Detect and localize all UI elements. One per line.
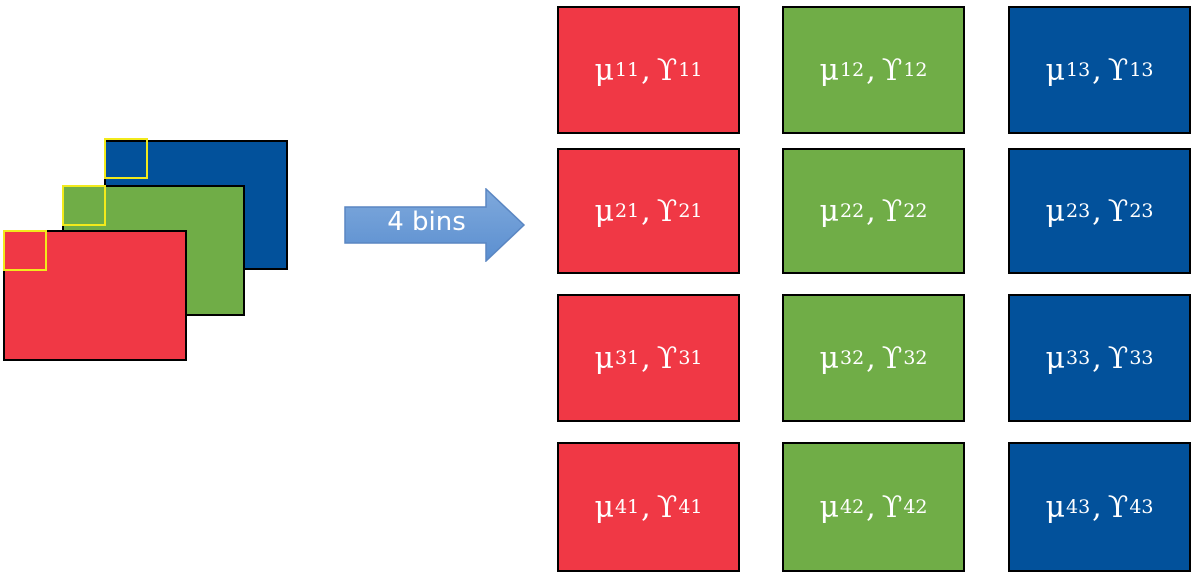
mu-subscript: 32 — [839, 347, 865, 369]
mu-symbol: μ — [594, 340, 614, 376]
red-channel-highlight-box — [3, 230, 47, 271]
gamma-subscript: 11 — [678, 59, 703, 81]
gamma-symbol: ϒ — [881, 489, 903, 525]
gamma-subscript: 31 — [678, 347, 703, 369]
separator-comma: , — [641, 489, 651, 525]
gamma-symbol: ϒ — [1107, 52, 1129, 88]
gamma-symbol: ϒ — [656, 52, 678, 88]
separator-comma: , — [1092, 193, 1102, 229]
mu-symbol: μ — [594, 52, 614, 88]
mu-subscript: 41 — [614, 496, 640, 518]
mu-subscript: 11 — [614, 59, 640, 81]
gamma-symbol: ϒ — [881, 52, 903, 88]
separator-comma: , — [866, 489, 876, 525]
separator-comma: , — [1092, 489, 1102, 525]
separator-comma: , — [641, 340, 651, 376]
gamma-subscript: 23 — [1129, 200, 1154, 222]
right-arrow-icon — [344, 188, 526, 262]
separator-comma: , — [866, 340, 876, 376]
gamma-subscript: 22 — [903, 200, 928, 222]
green-channel-highlight-box — [62, 185, 106, 226]
mu-symbol: μ — [1045, 340, 1065, 376]
gamma-symbol: ϒ — [881, 193, 903, 229]
separator-comma: , — [641, 52, 651, 88]
separator-comma: , — [866, 52, 876, 88]
gamma-symbol: ϒ — [656, 193, 678, 229]
gamma-subscript: 42 — [903, 496, 928, 518]
mu-symbol: μ — [594, 193, 614, 229]
gamma-symbol: ϒ — [656, 340, 678, 376]
gamma-subscript: 32 — [903, 347, 928, 369]
mu-subscript: 33 — [1065, 347, 1091, 369]
mu-symbol: μ — [819, 193, 839, 229]
mu-symbol: μ — [1045, 489, 1065, 525]
separator-comma: , — [866, 193, 876, 229]
arrow-label: 4 bins — [387, 207, 466, 237]
gamma-subscript: 41 — [678, 496, 703, 518]
red-channel-layer — [3, 230, 187, 361]
mu-symbol: μ — [594, 489, 614, 525]
mu-symbol: μ — [819, 340, 839, 376]
gamma-symbol: ϒ — [656, 489, 678, 525]
mu-subscript: 31 — [614, 347, 640, 369]
gamma-subscript: 12 — [903, 59, 928, 81]
gamma-symbol: ϒ — [881, 340, 903, 376]
mu-symbol: μ — [1045, 193, 1065, 229]
mu-symbol: μ — [1045, 52, 1065, 88]
mu-subscript: 12 — [839, 59, 865, 81]
mu-subscript: 43 — [1065, 496, 1091, 518]
gamma-symbol: ϒ — [1107, 489, 1129, 525]
gamma-symbol: ϒ — [1107, 193, 1129, 229]
mu-subscript: 22 — [839, 200, 865, 222]
gamma-symbol: ϒ — [1107, 340, 1129, 376]
blue-channel-highlight-box — [104, 138, 148, 179]
mu-subscript: 21 — [614, 200, 640, 222]
gamma-subscript: 43 — [1129, 496, 1154, 518]
separator-comma: , — [1092, 340, 1102, 376]
mu-symbol: μ — [819, 489, 839, 525]
mu-subscript: 42 — [839, 496, 865, 518]
mu-subscript: 23 — [1065, 200, 1091, 222]
separator-comma: , — [1092, 52, 1102, 88]
mu-symbol: μ — [819, 52, 839, 88]
gamma-subscript: 13 — [1129, 59, 1154, 81]
separator-comma: , — [641, 193, 651, 229]
gamma-subscript: 33 — [1129, 347, 1154, 369]
gamma-subscript: 21 — [678, 200, 703, 222]
mu-subscript: 13 — [1065, 59, 1091, 81]
